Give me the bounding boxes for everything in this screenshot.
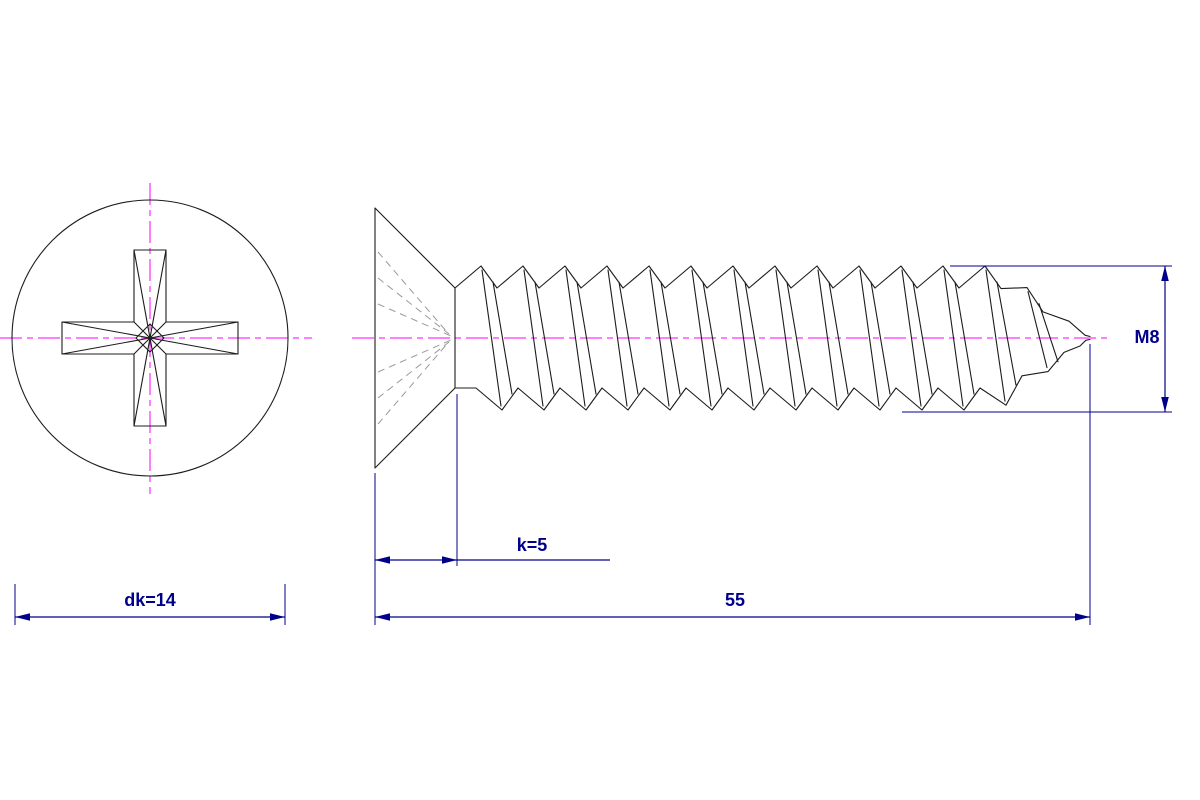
thread-flank [607, 269, 628, 407]
thread-flank [702, 281, 723, 395]
thread-bottom-profile [454, 338, 1091, 411]
thread-flank [870, 281, 891, 395]
thread-flank [996, 281, 1017, 386]
thread-flank [912, 281, 933, 395]
thread-flank [859, 269, 880, 407]
side-view [374, 207, 1091, 469]
thread-flank [618, 281, 639, 395]
hidden-recess-line [377, 343, 448, 425]
thread-flank [576, 281, 597, 395]
centerlines [0, 183, 1112, 494]
dim-arrow-dk-left [15, 613, 30, 621]
dim-label-k: k=5 [517, 535, 548, 555]
dimensions: dk=14 k=5 55 M8 [14, 265, 1172, 625]
hidden-recess-line [377, 277, 450, 335]
thread-flank [1027, 291, 1048, 369]
phillips-recess-facets [61, 249, 239, 427]
thread-flank [943, 269, 964, 407]
dim-arrow-k-left [375, 556, 390, 564]
thread-flank [660, 281, 681, 395]
recess-hidden-lines [377, 251, 452, 425]
hidden-recess-line [377, 341, 450, 399]
thread-flank [481, 269, 502, 407]
phillips-center-diamond [135, 323, 165, 353]
thread-flank [954, 281, 975, 395]
dim-arrow-m8-top [1161, 266, 1169, 281]
thread-flank [828, 281, 849, 395]
dim-arrow-length-left [375, 613, 390, 621]
dim-arrow-dk-right [270, 613, 285, 621]
dim-arrow-length-right [1075, 613, 1090, 621]
thread-flank [985, 269, 1006, 402]
dim-arrow-m8-bottom [1161, 397, 1169, 412]
dim-label-dk: dk=14 [124, 590, 176, 610]
hidden-recess-line [377, 251, 448, 333]
thread-flank [691, 269, 712, 407]
thread-geometry [454, 265, 1091, 411]
countersunk-head-outline [374, 207, 456, 469]
thread-flank [534, 281, 555, 395]
hidden-recess-line [377, 303, 452, 337]
thread-flank [649, 269, 670, 407]
thread-flank [817, 269, 838, 407]
thread-flank [901, 269, 922, 407]
thread-flank [523, 269, 544, 407]
thread-flank [565, 269, 586, 407]
thread-flank [733, 269, 754, 407]
dim-label-length: 55 [725, 590, 745, 610]
front-view [11, 199, 289, 477]
thread-flank [1038, 303, 1059, 363]
thread-flank [786, 281, 807, 395]
dim-arrow-k-right [442, 556, 457, 564]
thread-flank [492, 281, 513, 395]
thread-flank [744, 281, 765, 395]
hidden-recess-line [377, 339, 452, 373]
head-outline-circle [11, 199, 289, 477]
dim-label-m8: M8 [1134, 327, 1159, 347]
thread-top-profile [454, 265, 1091, 338]
thread-flank [775, 269, 796, 407]
